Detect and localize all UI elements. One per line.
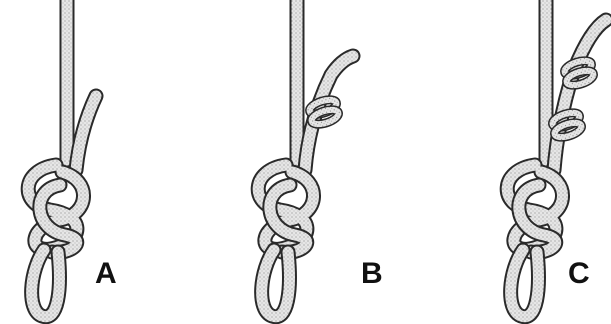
panel-label: A [95, 259, 117, 289]
panel-b: B [203, 0, 406, 324]
panel-label: C [568, 259, 590, 289]
panel-a: A [0, 0, 203, 324]
panel-label: B [361, 259, 383, 289]
panel-c: C [406, 0, 609, 324]
